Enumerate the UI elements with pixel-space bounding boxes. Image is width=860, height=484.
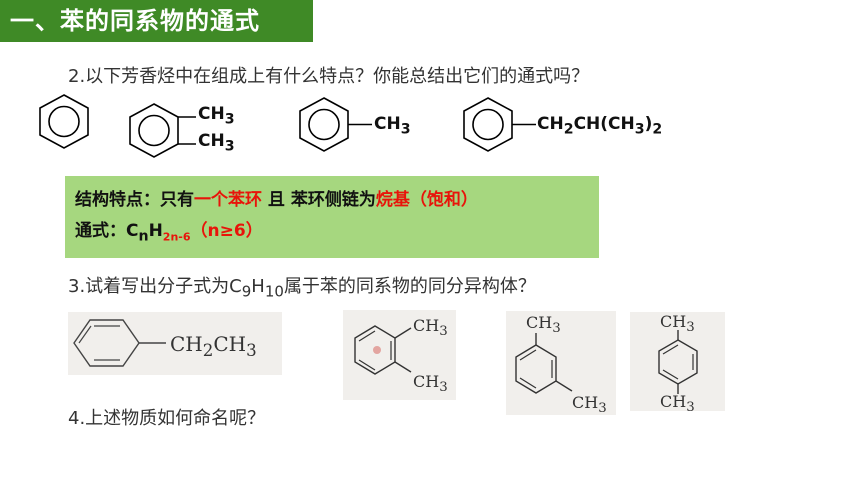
- question-3: 3.试着写出分子式为C9H10属于苯的同系物的同分异构体？: [68, 276, 536, 301]
- isobutyl-formula: CH2CH(CH3)2: [537, 114, 663, 138]
- benzene-structure: [39, 94, 89, 149]
- toluene-structure: [299, 97, 372, 152]
- m-xylene-image: CH3 CH3: [506, 311, 616, 416]
- question-4: 4.上述物质如何命名呢？: [68, 408, 266, 429]
- structure-feature-line: 结构特点：只有一个苯环 且 苯环侧链为烷基（饱和）: [75, 190, 478, 210]
- general-formula-line: 通式：CnH2n-6（n≥6）: [75, 221, 263, 245]
- toluene-ch3: CH3: [374, 114, 411, 138]
- o-xylene-bottom-ch3: CH3: [198, 131, 235, 155]
- o-xylene-image: CH3 CH3: [343, 310, 456, 400]
- ethylbenzene-image: CH2CH3: [68, 312, 282, 375]
- section-title: 一、苯的同系物的通式: [0, 0, 313, 42]
- isobutylbenzene-structure: [463, 97, 536, 152]
- summary-box: 结构特点：只有一个苯环 且 苯环侧链为烷基（饱和） 通式：CnH2n-6（n≥6…: [65, 176, 599, 258]
- p-xylene-image: CH3 CH3: [630, 312, 725, 415]
- o-xylene-top-ch3: CH3: [198, 104, 235, 128]
- o-xylene-structure: [129, 103, 196, 158]
- question-2: 2.以下芳香烃中在组成上有什么特点？你能总结出它们的通式吗？: [68, 66, 590, 87]
